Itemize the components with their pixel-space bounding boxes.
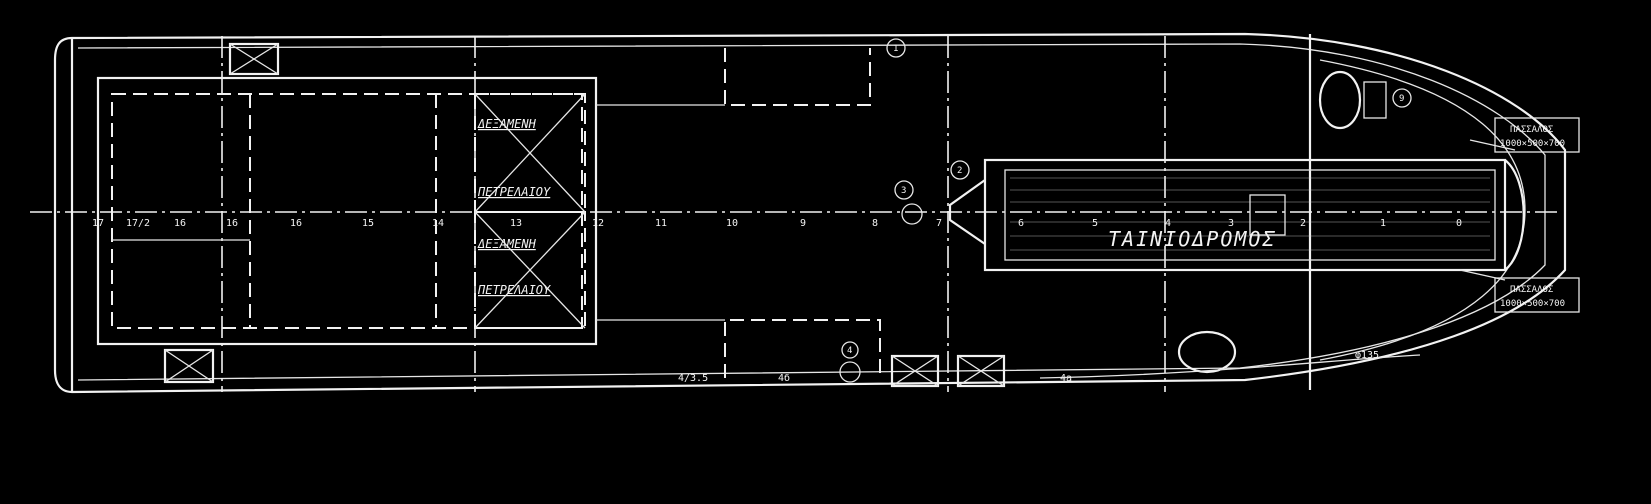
callout-circle-3 <box>894 180 914 200</box>
hatch-mid-2 <box>956 354 1006 388</box>
frame-number: 17/2 <box>126 218 150 229</box>
tank-lower-label-1: ΔΕΞΑΜΕΝΗ <box>477 237 537 251</box>
callout-number: 2 <box>957 166 962 176</box>
frame-number: 9 <box>800 218 806 229</box>
manhole-deck <box>1177 330 1237 374</box>
pipe-dim-label: φ135 <box>1355 350 1379 361</box>
dim-label: 4б <box>778 372 790 384</box>
windlass-bow <box>1318 70 1362 130</box>
fuel-tank-lower <box>474 211 586 329</box>
tank-upper-label-2: ΠΕΤΡΕΛΑΙΟΥ <box>477 185 551 199</box>
callout-circle-2 <box>950 160 970 180</box>
frame-number: 11 <box>655 218 667 229</box>
deckhouse-bottom <box>724 319 881 378</box>
callout-circle-4 <box>841 341 859 359</box>
hatch-aft-top <box>228 42 280 76</box>
frame-number: 0 <box>1456 218 1462 229</box>
frame-number: 2 <box>1300 218 1306 229</box>
capstan <box>901 203 923 225</box>
frame-number: 16 <box>290 218 302 229</box>
bollard-top-title: ΠΑΣΣΑΛΟΣ <box>1510 125 1553 135</box>
bollard-top-dims: 1000×500×700 <box>1500 139 1565 149</box>
dim-label: 4/3.5 <box>678 373 708 384</box>
frame-number: 15 <box>362 218 374 229</box>
frame-number: 14 <box>432 218 444 229</box>
frame-number: 10 <box>726 218 738 229</box>
fitting-9-box <box>1363 81 1387 119</box>
frame-number: 17 <box>92 218 104 229</box>
hatch-mid-1 <box>890 354 940 388</box>
frame-number: 16 <box>226 218 238 229</box>
tank-upper-label-1: ΔΕΞΑΜΕΝΗ <box>477 117 537 131</box>
frame-number: 16 <box>174 218 186 229</box>
frame-number: 6 <box>1018 218 1024 229</box>
dim-label: 4а <box>1060 373 1072 384</box>
callout-number: 3 <box>901 186 906 196</box>
bollard-bottom-dims: 1000×500×700 <box>1500 299 1565 309</box>
conveyor-drive-box <box>1249 194 1286 236</box>
bow-inner-line <box>1319 59 1526 361</box>
frame-number: 7 <box>936 218 942 229</box>
conveyor-hopper <box>948 179 986 245</box>
frame-number: 3 <box>1228 218 1234 229</box>
frame-number: 4 <box>1165 218 1171 229</box>
aft-hold-frame <box>96 76 598 346</box>
hatch-aft-bottom <box>163 348 215 384</box>
tank-cross <box>474 93 586 213</box>
frame-number: 8 <box>872 218 878 229</box>
conveyor-inner <box>1004 169 1496 261</box>
frame-number-labels: 17 17/2 16 16 16 15 14 13 12 11 10 9 8 7… <box>92 218 1462 229</box>
deck-edge <box>77 43 1546 381</box>
callout-number: 4 <box>847 346 852 356</box>
conveyor-bow-end <box>1504 159 1525 271</box>
tank-cross <box>474 211 586 329</box>
frame-number: 13 <box>510 218 522 229</box>
callout-circle-1 <box>886 38 906 58</box>
leader-line <box>1469 139 1516 151</box>
conveyor-label: ΤΑΙΝΙΟΔΡΟΜΟΣ <box>1108 227 1277 251</box>
frame-number: 1 <box>1380 218 1386 229</box>
pipe-run <box>1039 354 1421 379</box>
tank-lower-label-2: ΠΕΤΡΕΛΑΙΟΥ <box>477 283 551 297</box>
conveyor-outer <box>983 158 1507 272</box>
bollard-top-box <box>1494 117 1580 153</box>
bollard-bottom-title: ΠΑΣΣΑΛΟΣ <box>1510 285 1553 295</box>
bollard-bottom-box <box>1494 277 1580 313</box>
fitting-4-ring <box>839 361 861 383</box>
callout-number: 1 <box>893 44 898 54</box>
deckhouse-top <box>724 48 871 106</box>
frame-number: 12 <box>592 218 604 229</box>
callout-circle-9 <box>1392 88 1412 108</box>
aft-hold-inner <box>111 93 583 329</box>
callout-number: 9 <box>1399 94 1404 104</box>
hull-outline <box>53 32 1567 394</box>
frame-number: 5 <box>1092 218 1098 229</box>
